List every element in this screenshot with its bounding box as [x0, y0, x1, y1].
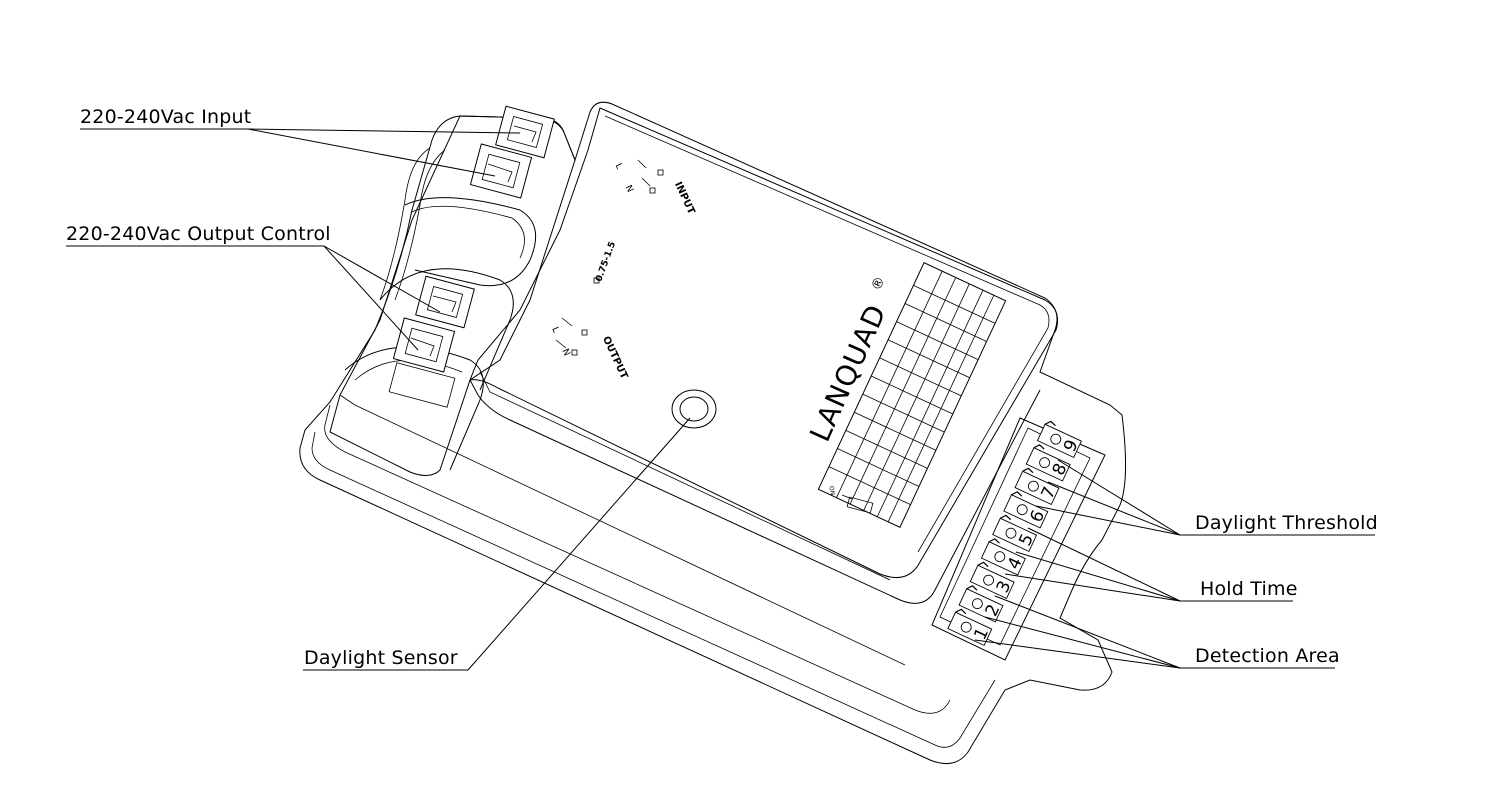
callout-output-control: 220-240Vac Output Control — [66, 223, 331, 245]
input-label: INPUT — [672, 180, 697, 216]
dip-switch-3: 3 — [969, 561, 1016, 600]
switch-on-label: ON — [827, 486, 835, 496]
wire-gauge: 0.75-1.5 — [594, 240, 618, 283]
settings-table — [817, 262, 1007, 528]
input-terminal-n: N — [623, 184, 635, 194]
dip-switch-5: 5 — [992, 514, 1038, 553]
callout-input: 220-240Vac Input — [80, 106, 252, 128]
dip-switch-2: 2 — [958, 585, 1004, 623]
dip-switch-6: 6 — [1003, 491, 1049, 529]
input-terminal-l: L — [613, 162, 624, 171]
leader-lines — [66, 128, 1375, 671]
registered-mark: ® — [868, 274, 888, 293]
input-connector-bottom — [469, 143, 533, 199]
output-terminal-n: N — [559, 347, 571, 357]
output-connector-top — [415, 275, 475, 329]
daylight-sensor-lens — [671, 389, 717, 429]
output-connector-bottom — [392, 317, 456, 373]
dip-switch-4: 4 — [980, 538, 1027, 576]
dip-switch-1: 1 — [947, 608, 993, 647]
callout-detection-area: Detection Area — [1195, 645, 1340, 667]
callout-hold-time: Hold Time — [1200, 578, 1298, 600]
terminal-arrows — [555, 159, 664, 356]
input-connector-top — [495, 105, 555, 159]
output-terminal-l: L — [549, 326, 560, 335]
terminal-block — [329, 105, 576, 476]
callout-daylight-threshold: Daylight Threshold — [1195, 512, 1378, 534]
output-label: OUTPUT — [600, 335, 629, 381]
dip-switch-9: 9 — [1036, 420, 1083, 459]
switch-indicator: ON — [827, 486, 874, 514]
dip-switch-7: 7 — [1014, 467, 1060, 506]
wire-gauge-marking: 0.75-1.5 — [594, 240, 618, 283]
output-terminal-markings: OUTPUT L N — [549, 326, 629, 381]
callout-daylight-sensor: Daylight Sensor — [304, 647, 458, 669]
